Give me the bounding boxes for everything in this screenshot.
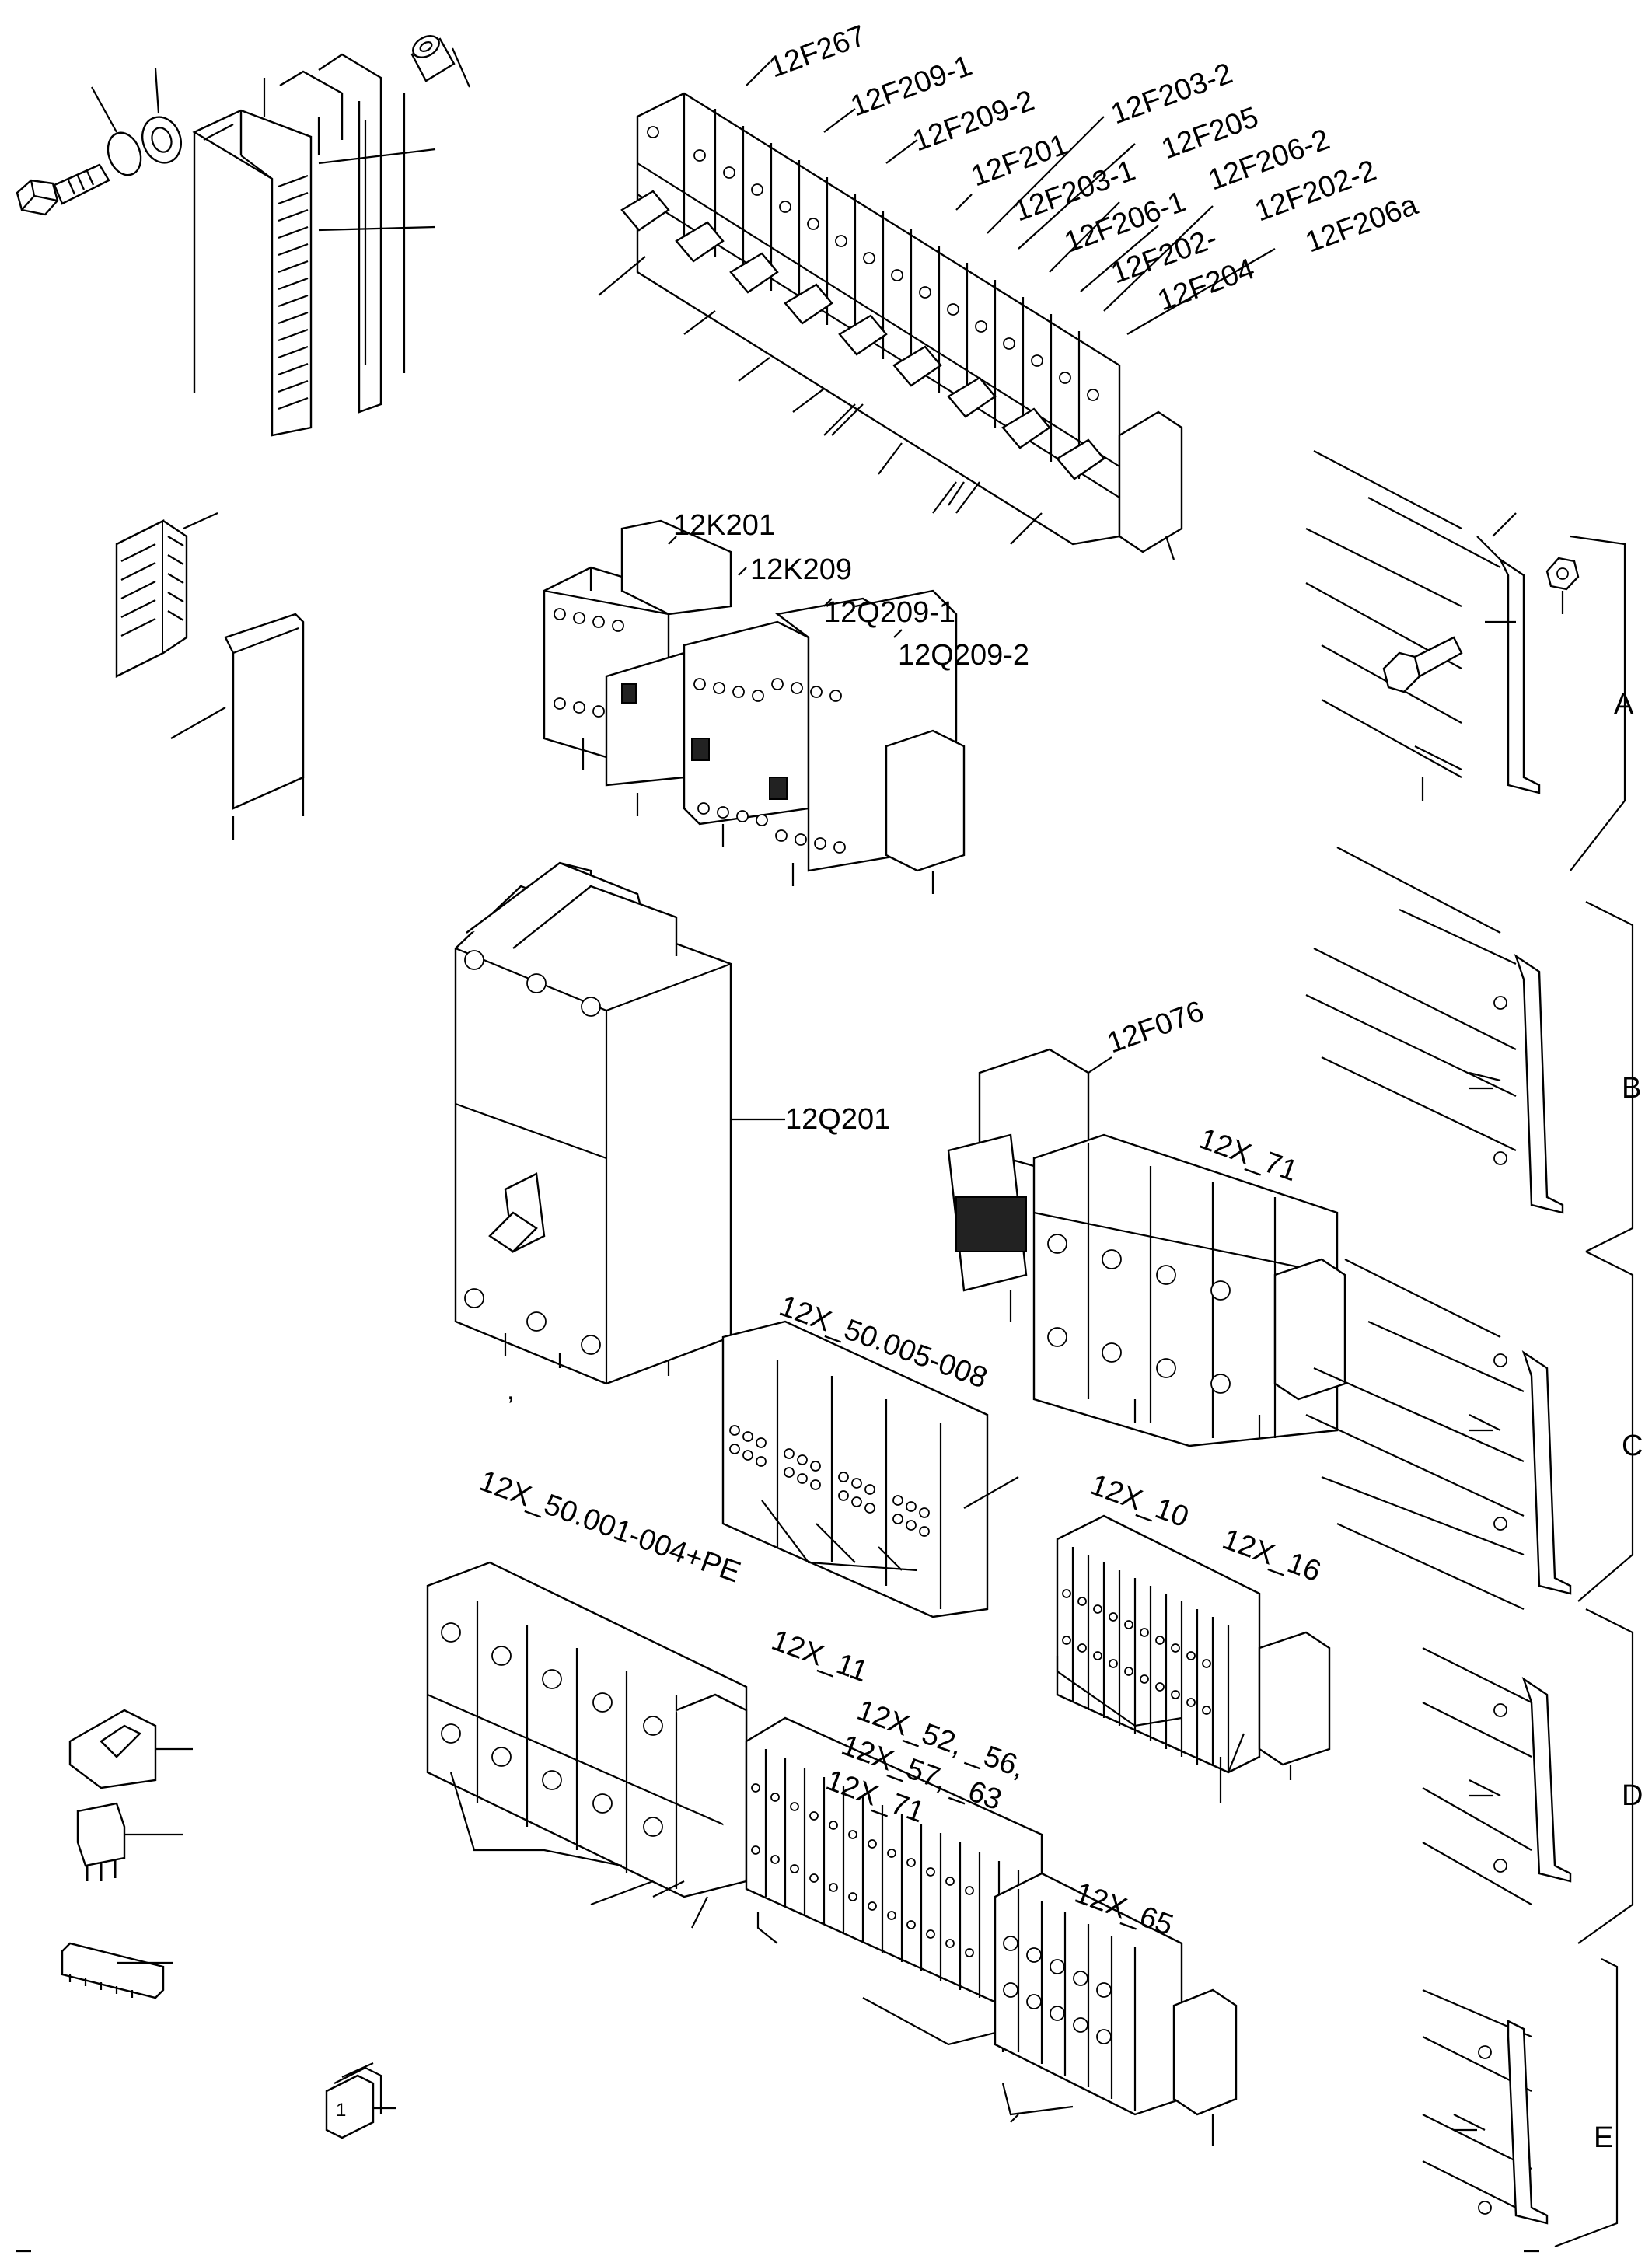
rail-label-e: E <box>1594 2121 1613 2154</box>
comma-mark: , <box>507 1376 514 1405</box>
terminal-strip-holes-10 <box>1062 1589 1211 1715</box>
duct-cover <box>170 613 305 840</box>
label-12x-16: 12X_16 <box>1218 1523 1325 1588</box>
breaker-row <box>598 92 1183 560</box>
terminal-blocks-50-005 <box>721 1320 1019 1618</box>
terminal-strip-holes-52 <box>751 1783 974 1957</box>
rail-label-b: B <box>1622 1072 1641 1105</box>
rail-label-d: D <box>1622 1779 1643 1812</box>
lock-washer <box>141 116 182 164</box>
terminal-block-screws-50-001 <box>441 1622 663 1837</box>
label-12k209: 12K209 <box>750 553 852 586</box>
terminal-strip-65 <box>994 1872 1238 2146</box>
breaker-screws <box>647 126 1099 401</box>
terminal-bracket <box>115 512 218 678</box>
main-breaker-12q201 <box>454 861 732 1385</box>
marker-number: 1 <box>336 2100 346 2121</box>
jumper-comb-accessory <box>76 1802 183 1881</box>
hex-bolt <box>16 163 110 216</box>
duct-slots <box>278 174 309 410</box>
rail-a-bolt <box>1382 636 1463 693</box>
fuse-holder-group <box>947 1048 1346 1447</box>
label-12f267: 12F267 <box>765 19 870 85</box>
end-clamp-contactor <box>885 729 966 872</box>
label-12q209-1: 12Q209-1 <box>824 596 955 629</box>
bolt-assembly <box>16 35 471 216</box>
rail-label-c: C <box>1622 1430 1643 1462</box>
end-clamp-fuse <box>1273 1258 1346 1401</box>
terminal-blocks-50-001 <box>426 1561 748 1929</box>
rail-b-group <box>1305 847 1564 1214</box>
flat-washer <box>107 131 142 176</box>
rail-label-a: A <box>1614 688 1634 721</box>
end-clamp-strip <box>1258 1631 1331 1766</box>
rail-brackets <box>16 535 1634 2253</box>
end-clamp-top <box>1118 410 1183 553</box>
rail-a-group <box>1305 450 1580 801</box>
terminal-strip-10-16 <box>1056 1514 1331 1803</box>
contactor-screws-2 <box>693 678 846 854</box>
rail-c-group <box>1305 1259 1572 1610</box>
cable-duct <box>192 53 436 437</box>
breaker-levers <box>620 190 1105 480</box>
terminal-strip-holes-65 <box>1003 1936 1112 2044</box>
terminal-holes-50 <box>729 1425 930 1537</box>
jumper-bar-accessory <box>61 1942 173 1999</box>
label-12x-50-001-004-pe: 12X_50.001-004+PE <box>475 1465 745 1590</box>
label-12x-11: 12X_11 <box>767 1624 872 1688</box>
breaker-modules <box>620 93 1120 498</box>
breaker-handle <box>488 1172 546 1253</box>
rail-a-nut <box>1545 557 1580 591</box>
spacer-sleeve <box>410 35 471 88</box>
fuse-screws <box>1047 1234 1231 1394</box>
rail-d-group <box>1422 1647 1572 1905</box>
end-bracket-accessory <box>68 1709 193 1789</box>
marker-tag-accessory: 1 <box>325 2062 396 2139</box>
end-clamp-65 <box>1172 1988 1238 2116</box>
label-12k201: 12K201 <box>673 509 775 542</box>
contactor-group <box>543 519 966 894</box>
breaker-label-leaders <box>746 61 1276 335</box>
label-12f076: 12F076 <box>1103 995 1208 1060</box>
label-12q201: 12Q201 <box>785 1103 890 1136</box>
label-12q209-2: 12Q209-2 <box>898 639 1029 672</box>
rail-e-group <box>1422 1988 1549 2225</box>
